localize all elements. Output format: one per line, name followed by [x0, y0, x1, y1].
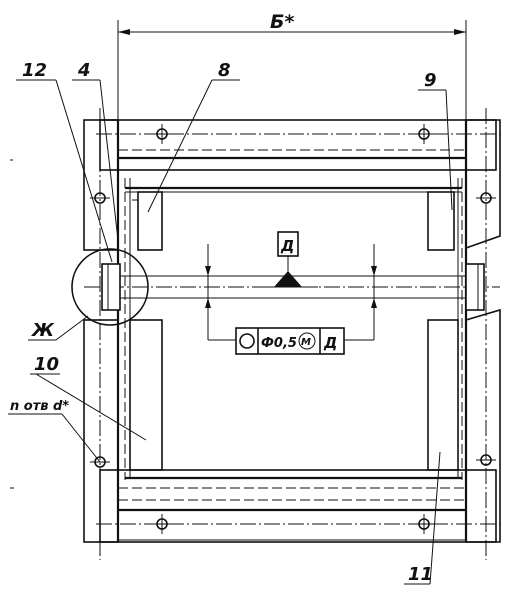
leader-4: 4: [72, 60, 119, 241]
view-label-zh: Ж: [30, 320, 55, 341]
bolt-holes: [90, 124, 496, 534]
datum-flag: Д: [280, 237, 294, 255]
dimension-b: Б*: [117, 11, 467, 122]
leader-11: 11: [404, 451, 441, 585]
part-11-block: [427, 319, 459, 471]
right-column: [457, 108, 501, 560]
part-label-12: 12: [22, 60, 47, 81]
right-shaft-arrows: [364, 244, 384, 340]
part-label-9: 9: [424, 70, 437, 91]
dimension-b-label: Б*: [270, 11, 294, 33]
part-label-8: 8: [218, 60, 231, 81]
bottom-frame-bar: [96, 469, 500, 543]
leader-10: 10: [30, 354, 147, 441]
tolerance-modifier: M: [301, 337, 311, 348]
holes-label: n отв d*: [10, 399, 69, 414]
leader-holes: n отв d*: [8, 399, 101, 463]
hole-icon: [476, 192, 496, 204]
hole-icon: [476, 454, 496, 466]
hole-icon: [152, 124, 172, 144]
part-label-4: 4: [77, 60, 91, 81]
hole-icon: [90, 192, 110, 204]
leader-12: 12: [16, 60, 113, 263]
leader-8: 8: [147, 60, 240, 213]
top-frame-bar: [96, 119, 500, 193]
tolerance-value: Ф0,5: [261, 336, 297, 351]
part-label-10: 10: [34, 354, 59, 375]
leader-zh: Ж: [28, 315, 89, 341]
hole-icon: [414, 124, 434, 144]
hole-icon: [414, 514, 434, 534]
part-8-block: [132, 191, 163, 251]
part-label-11: 11: [408, 564, 433, 585]
tolerance-datum: Д: [323, 334, 337, 352]
part-10-block: [129, 319, 163, 471]
part-9-block: [427, 191, 455, 251]
leader-9: 9: [418, 70, 453, 211]
left-column: [83, 108, 131, 560]
detail-circle: [71, 248, 149, 326]
mmc-modifier-icon: [298, 332, 316, 350]
datum-indicator: Д: [258, 231, 318, 288]
left-shaft-arrows: [198, 244, 218, 340]
tolerance-frame: Ф0,5 M Д: [208, 327, 374, 355]
hole-icon: [152, 514, 172, 534]
position-tolerance-icon: [239, 333, 255, 349]
